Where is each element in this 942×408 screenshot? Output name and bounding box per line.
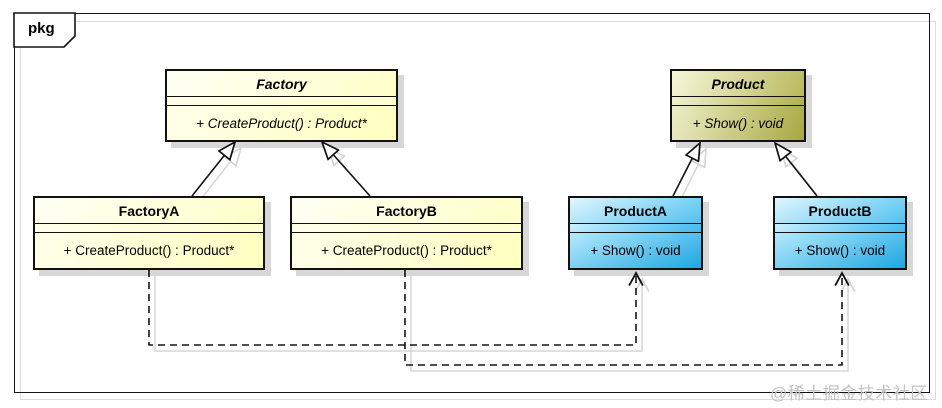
- class-productb: ProductB + Show() : void: [773, 196, 907, 270]
- class-producta-name: ProductA: [570, 198, 701, 224]
- class-productb-name: ProductB: [775, 198, 905, 224]
- watermark-text: @稀土掘金技术社区: [770, 384, 928, 403]
- class-producta-method: + Show() : void: [570, 233, 701, 268]
- class-factoryb-method: + CreateProduct() : Product*: [292, 233, 521, 268]
- class-factorya-method: + CreateProduct() : Product*: [35, 233, 263, 268]
- package-frame: [14, 13, 930, 393]
- package-frame-shadow: [20, 21, 936, 400]
- class-factoryb-attributes-empty: [292, 224, 521, 233]
- class-factoryb-name: FactoryB: [292, 198, 521, 224]
- class-factorya-attributes-empty: [35, 224, 263, 233]
- class-product-method: + Show() : void: [672, 106, 804, 140]
- class-factoryb: FactoryB + CreateProduct() : Product*: [290, 196, 523, 270]
- class-factory: Factory + CreateProduct() : Product*: [165, 69, 398, 142]
- class-factory-name: Factory: [167, 71, 396, 97]
- class-productb-attributes-empty: [775, 224, 905, 233]
- class-product-name: Product: [672, 71, 804, 97]
- class-producta-attributes-empty: [570, 224, 701, 233]
- class-product-attributes-empty: [672, 97, 804, 106]
- class-producta: ProductA + Show() : void: [568, 196, 703, 270]
- class-product: Product + Show() : void: [670, 69, 806, 142]
- package-tab-label: pkg: [28, 20, 55, 37]
- class-factory-attributes-empty: [167, 97, 396, 106]
- class-factorya: FactoryA + CreateProduct() : Product*: [33, 196, 265, 270]
- class-factory-method: + CreateProduct() : Product*: [167, 106, 396, 140]
- class-productb-method: + Show() : void: [775, 233, 905, 268]
- class-factorya-name: FactoryA: [35, 198, 263, 224]
